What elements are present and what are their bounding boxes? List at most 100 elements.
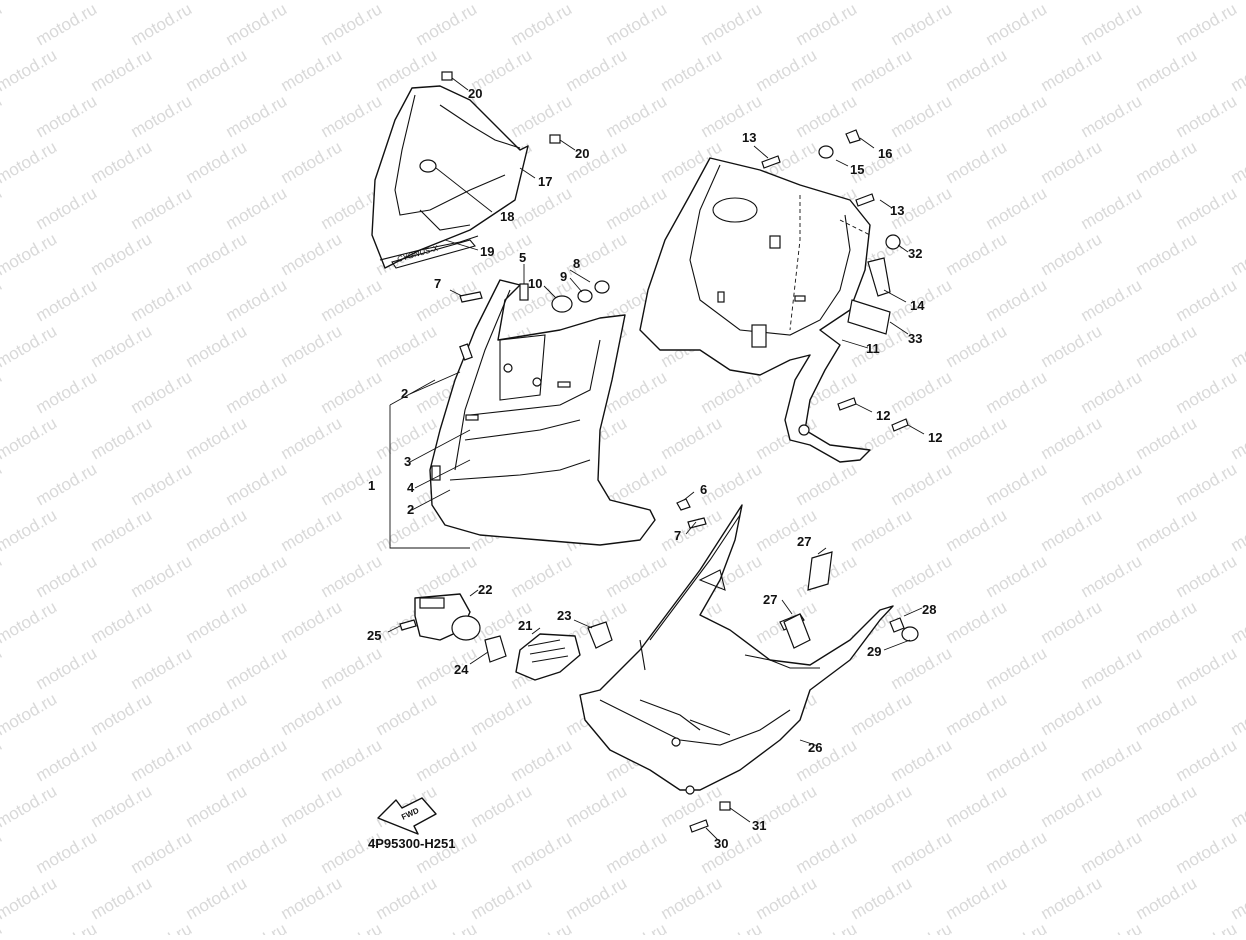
watermark-text: motod.ru [943,137,1011,187]
watermark-text: motod.ru [983,459,1051,509]
watermark-text: motod.ru [183,689,251,739]
callout-3: 3 [404,454,411,469]
watermark-text: motod.ru [1133,689,1201,739]
leg-shield-part [640,158,870,462]
callout-31: 31 [752,818,766,833]
watermark-text: motod.ru [183,0,251,3]
watermark-text: motod.ru [0,505,60,555]
watermark-text: motod.ru [1173,0,1241,49]
watermark-text: motod.ru [413,551,481,601]
watermark-text: motod.ru [128,183,196,233]
watermark-text: motod.ru [223,551,291,601]
callout-21: 21 [518,618,532,633]
watermark-text: motod.ru [983,827,1051,877]
callout-8: 8 [573,256,580,271]
watermark-text: motod.ru [468,689,536,739]
watermark-text: motod.ru [943,689,1011,739]
watermark-text: motod.ru [1133,229,1201,279]
watermark-text: motod.ru [848,873,916,923]
callout-2-lower: 2 [407,502,414,517]
watermark-text: motod.ru [0,0,60,3]
callout-4: 4 [407,480,415,495]
callout-15: 15 [850,162,864,177]
watermark-text: motod.ru [848,689,916,739]
watermark-text: motod.ru [603,551,671,601]
watermark-text: motod.ru [848,0,916,3]
watermark-text: motod.ru [888,0,956,49]
watermark-text: motod.ru [658,873,726,923]
watermark-text: motod.ru [128,459,196,509]
watermark-text: motod.ru [1133,781,1201,831]
watermark-text: motod.ru [753,0,821,3]
watermark-text: motod.ru [318,643,386,693]
callout-26: 26 [808,740,822,755]
watermark-text: motod.ru [183,781,251,831]
watermark-text: motod.ru [278,689,346,739]
watermark-text: motod.ru [1173,275,1241,325]
watermark-text: motod.ru [318,735,386,785]
watermark-text: motod.ru [468,0,536,3]
watermark-text: motod.ru [88,597,156,647]
watermark-text: motod.ru [658,413,726,463]
watermark-text: motod.ru [318,367,386,417]
callout-24: 24 [454,662,469,677]
callout-20-upper: 20 [468,86,482,101]
watermark-text: motod.ru [33,275,101,325]
watermark-text: motod.ru [793,919,861,935]
watermark-text: motod.ru [223,919,291,935]
watermark-text: motod.ru [1173,919,1241,935]
watermark-text: motod.ru [1173,91,1241,141]
watermark-text: motod.ru [318,551,386,601]
watermark-text: motod.ru [848,781,916,831]
watermark-text: motod.ru [753,45,821,95]
watermark-text: motod.ru [1228,505,1246,555]
watermark-text: motod.ru [753,873,821,923]
watermark-text: motod.ru [278,873,346,923]
watermark-text: motod.ru [1228,321,1246,371]
watermark-text: motod.ru [1078,183,1146,233]
watermark-text: motod.ru [1133,505,1201,555]
watermark-text: motod.ru [1038,413,1106,463]
watermark-text: motod.ru [1038,321,1106,371]
watermark-text: motod.ru [88,413,156,463]
watermark-text: motod.ru [33,551,101,601]
callout-12-upper: 12 [876,408,890,423]
watermark-text: motod.ru [413,919,481,935]
watermark-text: motod.ru [848,45,916,95]
watermark-text: motod.ru [318,919,386,935]
watermark-text: motod.ru [0,229,60,279]
watermark-text: motod.ru [1133,597,1201,647]
watermark-text: motod.ru [223,91,291,141]
callout-25: 25 [367,628,381,643]
watermark-text: motod.ru [1038,137,1106,187]
watermark-text: motod.ru [33,827,101,877]
callout-27-lower: 27 [763,592,777,607]
watermark-text: motod.ru [278,505,346,555]
watermark-text: motod.ru [0,413,60,463]
watermark-text: motod.ru [33,459,101,509]
callout-1: 1 [368,478,375,493]
watermark-text: motod.ru [183,413,251,463]
watermark-text: motod.ru [1078,919,1146,935]
watermark-text: motod.ru [508,735,576,785]
callout-7-left: 7 [434,276,441,291]
watermark-text: motod.ru [0,643,5,693]
watermark-text: motod.ru [318,827,386,877]
watermark-text: motod.ru [1038,873,1106,923]
watermark-text: motod.ru [128,275,196,325]
watermark-text: motod.ru [1078,0,1146,49]
watermark-text: motod.ru [563,781,631,831]
watermark-text: motod.ru [983,275,1051,325]
watermark-text: motod.ru [603,91,671,141]
callout-19: 19 [480,244,494,259]
watermark-text: motod.ru [278,229,346,279]
watermark-text: motod.ru [983,643,1051,693]
watermark-text: motod.ru [223,827,291,877]
watermark-text: motod.ru [508,919,576,935]
watermark-text: motod.ru [278,45,346,95]
watermark-text: motod.ru [413,735,481,785]
watermark-text: motod.ru [943,0,1011,3]
watermark-text: motod.ru [33,183,101,233]
watermark-text: motod.ru [88,229,156,279]
